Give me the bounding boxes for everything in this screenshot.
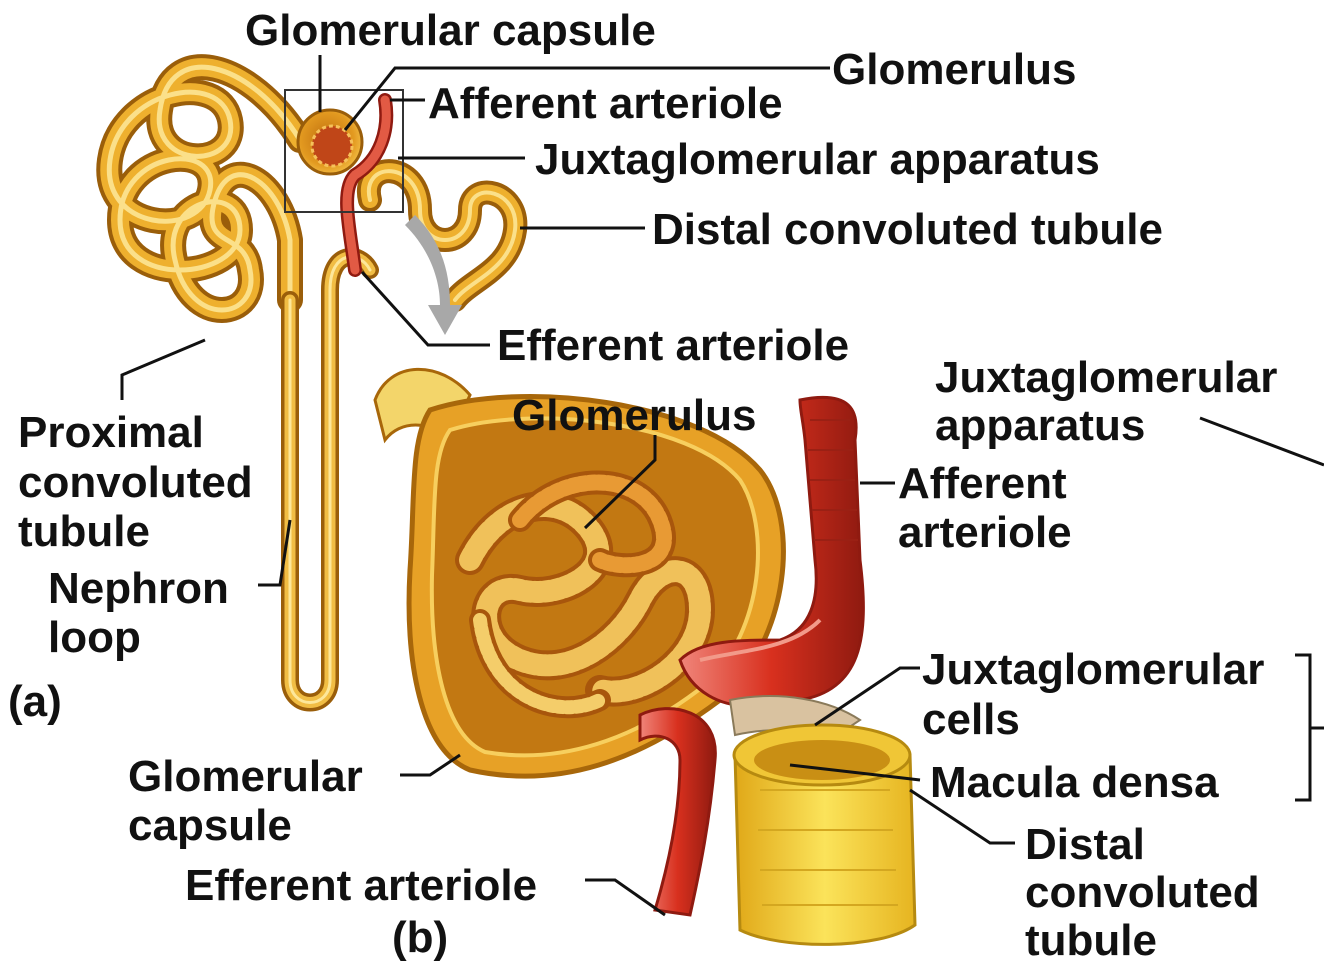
label-jg-cells-line-1: Juxtaglomerular xyxy=(922,645,1264,694)
label-nephron-loop-line-1: Nephron xyxy=(48,564,229,613)
leader-proximal-a xyxy=(122,340,205,400)
label-jg-cells-line-2: cells xyxy=(922,695,1020,744)
label-jga-b-line-2: apparatus xyxy=(935,401,1145,450)
label-afferent-b-line-2: arteriole xyxy=(898,508,1072,557)
label-macula-densa: Macula densa xyxy=(930,758,1219,807)
label-nephron-loop-line-2: loop xyxy=(48,613,141,662)
panel-b-illustration xyxy=(375,369,915,944)
label-efferent-arteriole-a: Efferent arteriole xyxy=(497,321,849,370)
panel-b-marker: (b) xyxy=(392,913,448,961)
label-afferent-arteriole-a: Afferent arteriole xyxy=(428,79,783,128)
label-glomerulus-b: Glomerulus xyxy=(512,391,757,440)
nephron-loop-shape xyxy=(290,257,370,703)
label-proximal-line-2: convoluted xyxy=(18,458,253,507)
label-capsule-b-line-2: capsule xyxy=(128,801,292,850)
label-jga-b-line-1: Juxtaglomerular xyxy=(935,353,1277,402)
label-proximal-line-3: tubule xyxy=(18,507,150,556)
label-dct-b-line-2: convoluted xyxy=(1025,868,1260,917)
label-glomerulus-a: Glomerulus xyxy=(832,45,1077,94)
label-capsule-b-line-1: Glomerular xyxy=(128,752,363,801)
label-glomerular-capsule-a: Glomerular capsule xyxy=(245,6,656,55)
panel-a-marker: (a) xyxy=(8,677,62,726)
jga-bracket xyxy=(1295,655,1310,800)
proximal-tubule-shape xyxy=(109,67,300,310)
label-dct-b-line-1: Distal xyxy=(1025,820,1145,869)
distal-tubule-shape-b xyxy=(734,725,915,944)
label-proximal-line-1: Proximal xyxy=(18,408,204,457)
label-distal-convoluted-tubule-a: Distal convoluted tubule xyxy=(652,205,1163,254)
glomerulus-shape-a xyxy=(312,126,352,166)
label-afferent-b-line-1: Afferent xyxy=(898,459,1067,508)
leader-jga-b xyxy=(1200,418,1324,465)
label-juxtaglomerular-apparatus-a: Juxtaglomerular apparatus xyxy=(535,135,1100,184)
label-efferent-b: Efferent arteriole xyxy=(185,861,537,910)
label-dct-b-line-3: tubule xyxy=(1025,916,1157,961)
leader-efferent-b xyxy=(585,880,665,915)
